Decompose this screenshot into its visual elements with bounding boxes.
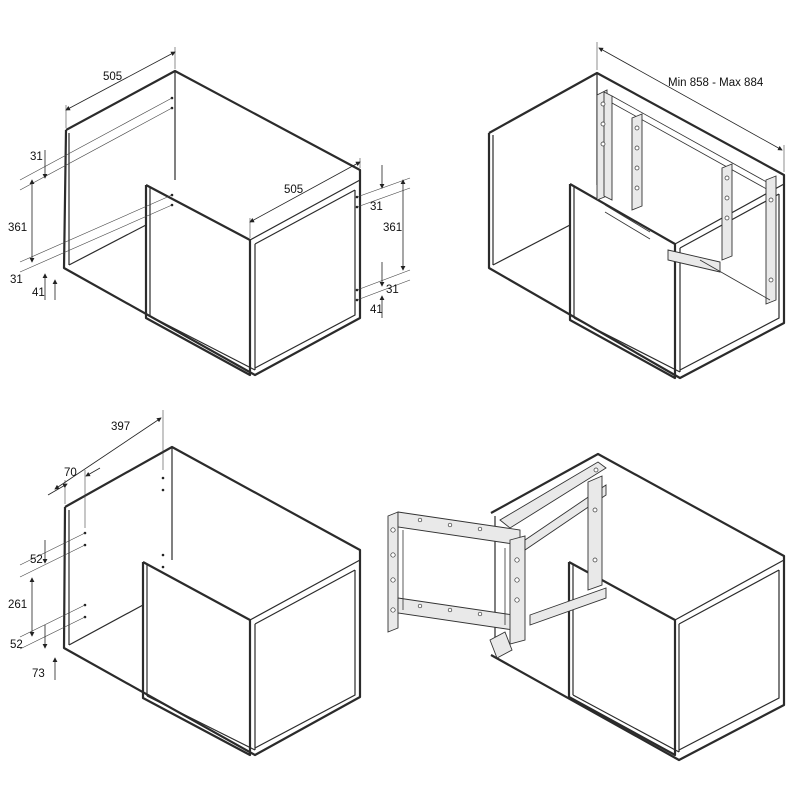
dimension-range: Min 858 - Max 884 (596, 42, 785, 172)
mounting-hole-markers (170, 96, 359, 302)
dimension-depth: 397 (54, 410, 164, 504)
dimension-width-top: 505 (65, 47, 176, 128)
cabinet-frame (487, 71, 786, 380)
cabinet-frame (490, 452, 786, 762)
dimension-label: 52 (10, 639, 23, 651)
dimension-label: 41 (370, 304, 383, 316)
dimension-label: 261 (8, 599, 27, 611)
cabinet-frame (62, 445, 362, 757)
range-label: Min 858 - Max 884 (668, 77, 764, 89)
mounting-hole-markers (83, 476, 165, 619)
dimension-label: 73 (32, 668, 45, 680)
dimension-label: 361 (383, 222, 402, 234)
dimension-label: 41 (32, 287, 45, 299)
dimension-label: 31 (386, 284, 399, 296)
view-bottom-right (387, 452, 786, 762)
dimension-right-vertical: 31 361 31 41 (356, 165, 411, 318)
dimension-label: 31 (370, 201, 383, 213)
swing-out-frame (387, 511, 526, 645)
view-bottom-left: 397 70 52 261 52 73 (8, 410, 362, 757)
dimension-left-vertical: 31 361 31 41 (8, 97, 173, 300)
dimension-label: 52 (30, 554, 43, 566)
dimension-label: 505 (103, 71, 122, 83)
dimension-label: 31 (30, 151, 43, 163)
dimension-label: 70 (64, 467, 77, 479)
dimension-width-front: 505 (249, 158, 361, 238)
dimension-label: 361 (8, 222, 27, 234)
view-top-right: Min 858 - Max 884 (487, 42, 786, 380)
dimension-label: 31 (10, 274, 23, 286)
hinge-mechanism (489, 461, 607, 659)
dimension-label: 505 (284, 184, 303, 196)
dimension-label: 397 (111, 421, 130, 433)
dimension-left-vertical: 52 261 52 73 (8, 532, 86, 680)
dimension-inset: 70 (47, 467, 101, 528)
view-top-left: 505 505 31 361 31 41 (8, 47, 411, 377)
